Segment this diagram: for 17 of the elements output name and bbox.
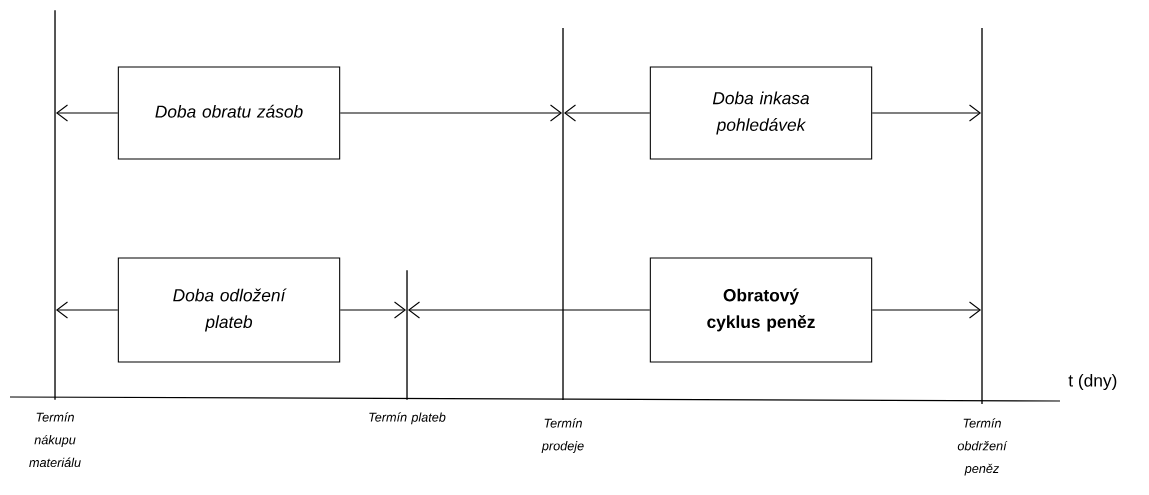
arrow	[55, 104, 119, 122]
arrow	[871, 301, 982, 319]
arrow	[55, 301, 119, 319]
process-box: Doba odložení plateb	[117, 257, 341, 363]
marker-label: Termín prodeje	[541, 418, 584, 453]
arrow	[339, 301, 407, 319]
marker-label: Termín plateb	[369, 412, 446, 425]
process-box: Doba inkasa pohledávek	[649, 66, 873, 160]
arrow	[871, 104, 982, 122]
axis-label: t (dny)	[1068, 373, 1117, 391]
process-box: Doba obratu zásob	[117, 66, 341, 160]
arrow	[339, 104, 563, 122]
process-box: Obratový cyklus peněz	[649, 257, 873, 363]
arrow	[407, 301, 651, 319]
arrow	[563, 104, 651, 122]
marker-label: Termín obdržení peněz	[957, 418, 1008, 476]
marker-label: Termín nákupu materiálu	[29, 412, 81, 468]
